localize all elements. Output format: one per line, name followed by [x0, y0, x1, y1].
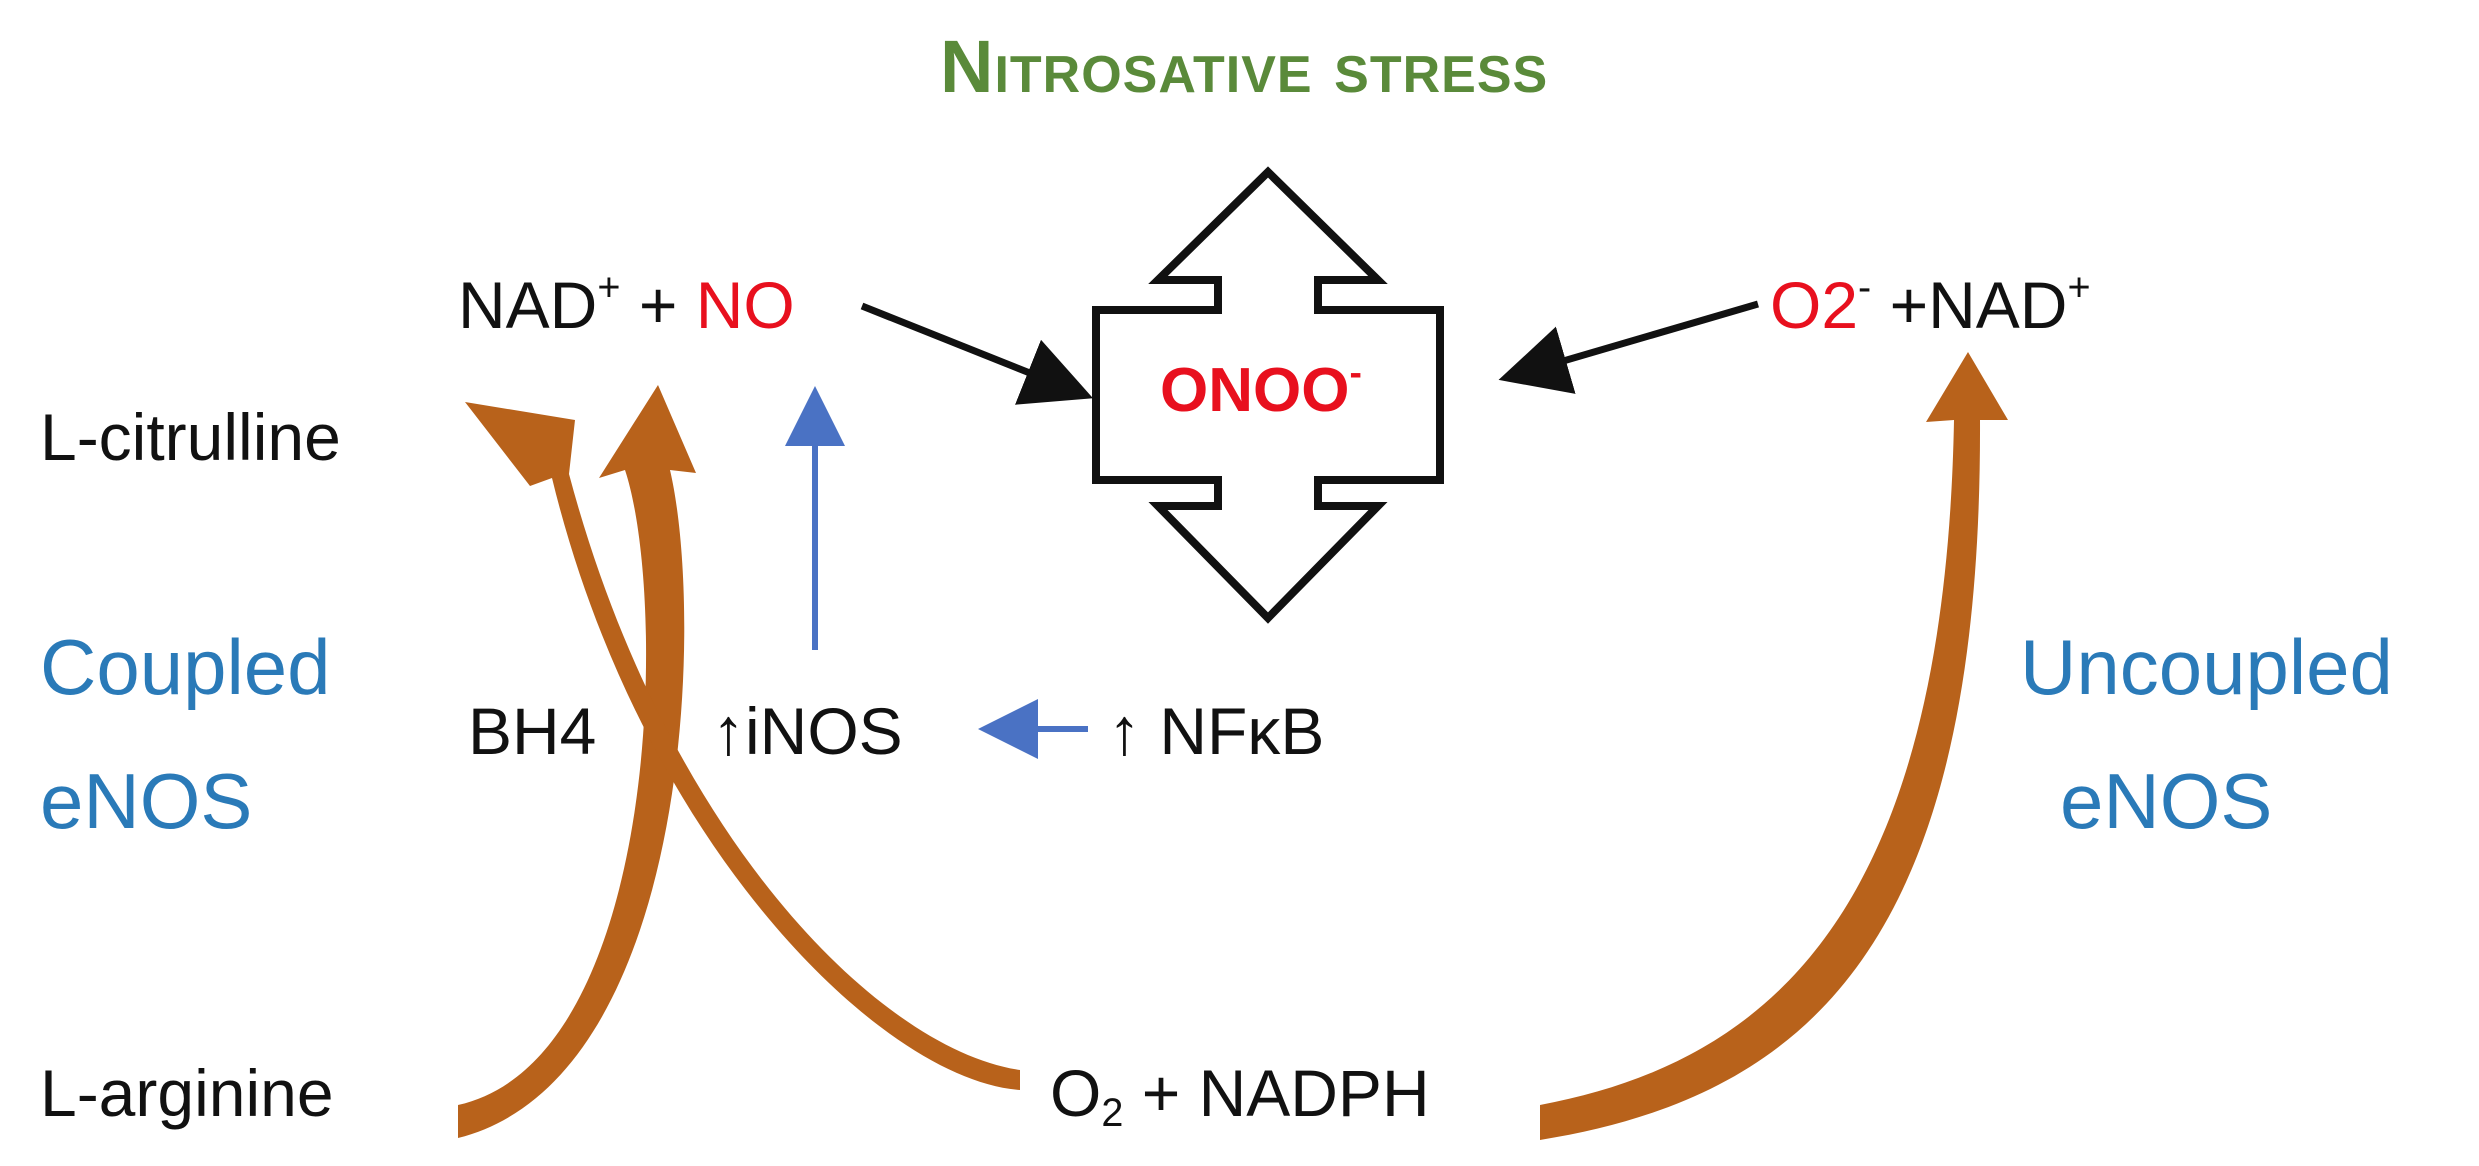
superoxide-text: O2 [1770, 268, 1859, 342]
l-arginine-to-no-arrow [458, 385, 696, 1138]
up-arrow-icon: ↑ [712, 694, 745, 768]
nadph-to-l-citrulline-arrow [465, 402, 1020, 1090]
bh4-label: BH4 [468, 694, 597, 768]
onoo-text: ONOO [1160, 356, 1350, 425]
nadph-to-superoxide-arrow [1540, 352, 2008, 1140]
o2-nadph-label: O2 + NADPH [1050, 1060, 1430, 1133]
nfkb-label: ↑ NFκB [1108, 698, 1324, 764]
diagram-title: Nitrosative stress [940, 25, 1549, 108]
coupled-enos-label-line1: Coupled [40, 623, 331, 711]
plus-sign: + [638, 268, 678, 342]
up-arrow-icon: ↑ [1108, 694, 1141, 768]
no-to-onoo-arrow [860, 302, 1094, 405]
l-citrulline-label: L-citrulline [40, 400, 341, 474]
onoo-double-arrow [1092, 166, 1444, 624]
nad-text: NAD [458, 268, 598, 342]
plus-nad-text: +NAD [1889, 268, 2068, 342]
onoo-charge: - [1349, 350, 1362, 393]
o2-subscript: 2 [1101, 1090, 1124, 1135]
uncoupled-enos-label-line1: Uncoupled [2020, 623, 2393, 711]
nad-right-charge: + [2067, 265, 2091, 310]
superoxide-charge: - [1858, 265, 1872, 310]
nad-plus-no-label: NAD+ + NO [458, 267, 795, 338]
nad-charge: + [597, 265, 621, 310]
no-text: NO [695, 268, 795, 342]
inos-label: ↑iNOS [712, 698, 903, 764]
nadph-text: + NADPH [1141, 1056, 1430, 1130]
superoxide-to-onoo-arrow [1498, 300, 1759, 394]
nfkb-text: NFκB [1159, 694, 1325, 768]
coupled-enos-label-line2: eNOS [40, 757, 253, 845]
uncoupled-enos-label-line2: eNOS [2060, 757, 2273, 845]
superoxide-nad-label: O2- +NAD+ [1770, 267, 2091, 338]
l-arginine-label: L-arginine [40, 1056, 334, 1130]
onoo-label: ONOO- [1160, 353, 1362, 422]
o2-text: O [1050, 1056, 1102, 1130]
inos-text: iNOS [745, 694, 903, 768]
